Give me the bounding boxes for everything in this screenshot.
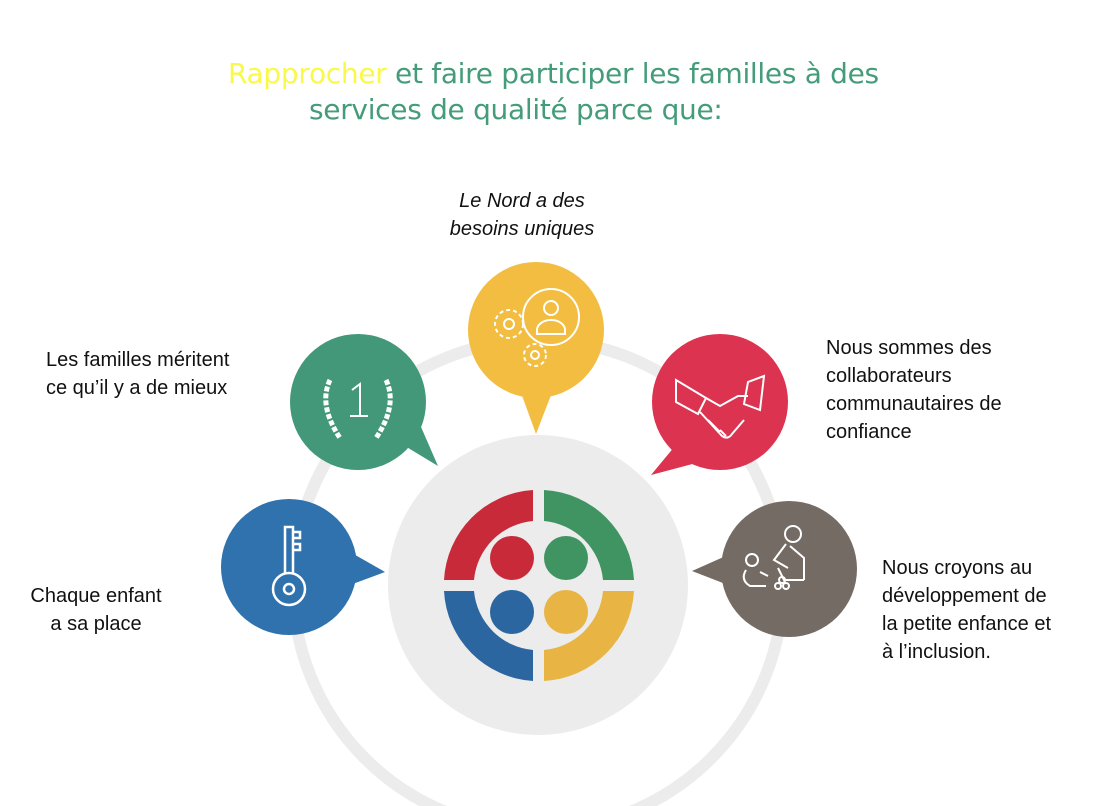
logo-arc-red [444, 490, 533, 580]
bubble-child [221, 499, 385, 635]
label-early: Nous croyons au développement de la peti… [882, 554, 1051, 666]
bubble-north [468, 262, 604, 434]
label-north: Le Nord a des besoins uniques [0, 187, 1044, 243]
label-line: besoins uniques [449, 218, 595, 240]
label-line: collaborateurs [826, 365, 952, 387]
logo-dot-yellow [544, 590, 588, 634]
label-line: Le Nord a des [459, 190, 585, 212]
label-line: la petite enfance et [882, 613, 1052, 635]
logo-arc-blue [444, 591, 533, 681]
logo-dot-red [490, 536, 534, 580]
label-line: développement de [882, 585, 1047, 607]
label-line: Nous sommes des [826, 337, 992, 359]
bubble-families [290, 334, 438, 470]
label-line: confiance [826, 421, 912, 443]
label-partners: Nous sommes des collaborateurs communaut… [826, 334, 1002, 446]
logo-dot-green [544, 536, 588, 580]
center-logo [444, 490, 634, 681]
logo-dot-blue [490, 590, 534, 634]
label-line: Chaque enfant [30, 585, 162, 607]
label-line: Les familles méritent [46, 349, 230, 371]
label-line: à l’inclusion. [882, 641, 991, 663]
title-line1-rest: et faire participer les familles à des [386, 57, 879, 90]
label-families: Les familles méritent ce qu’il y a de mi… [46, 346, 229, 402]
laurel-number-one-icon [323, 378, 393, 440]
label-child: Chaque enfant a sa place [0, 582, 192, 638]
label-line: Nous croyons au [882, 557, 1033, 579]
label-line: communautaires de [826, 393, 1002, 415]
page-title-line1: Rapprocher et faire participer les famil… [228, 57, 879, 90]
page-title-line2: services de qualité parce que: [309, 93, 723, 126]
gears-person-icon [494, 288, 580, 367]
bubble-partners [651, 334, 788, 475]
label-line: a sa place [50, 613, 142, 635]
title-highlight: Rapprocher [228, 57, 387, 90]
logo-arc-yellow [544, 591, 634, 681]
adult-child-playing-icon [742, 525, 805, 590]
bubble-early [692, 501, 857, 637]
center-disc [388, 435, 688, 735]
logo-arc-green [544, 490, 634, 580]
label-line: ce qu’il y a de mieux [46, 377, 228, 399]
handshake-icon [675, 374, 766, 439]
key-icon [271, 525, 307, 607]
